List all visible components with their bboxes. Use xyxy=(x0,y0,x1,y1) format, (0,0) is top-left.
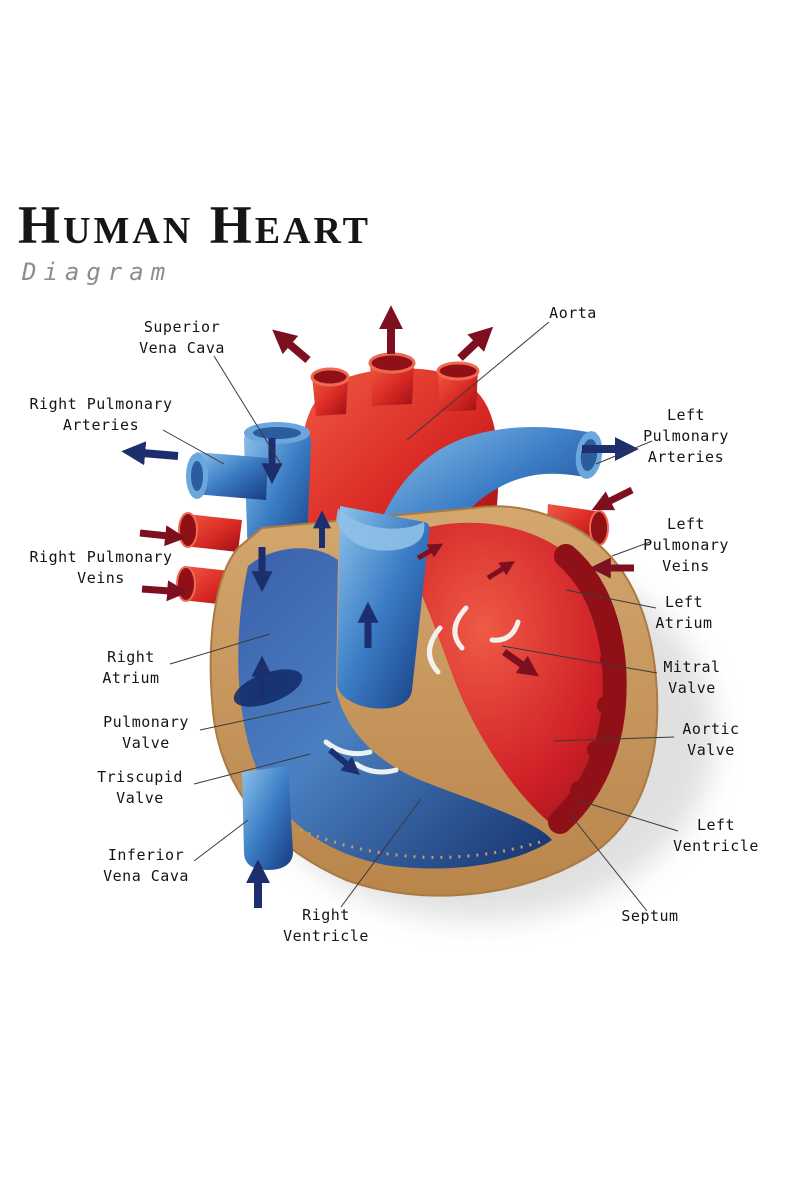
label-right-pulmonary-veins: Right Pulmonary Veins xyxy=(29,548,173,587)
label-aortic-valve: Aortic Valve xyxy=(682,720,740,759)
label-left-pulmonary-veins: Left Pulmonary Veins xyxy=(643,515,729,575)
label-superior-vena-cava: Superior Vena Cava xyxy=(139,318,225,357)
right-heart-chamber-graphic xyxy=(233,548,552,869)
label-left-pulmonary-arteries: Left Pulmonary Arteries xyxy=(643,406,729,466)
inferior-vena-cava-graphic xyxy=(242,766,293,870)
blood-flow-arrows xyxy=(121,305,639,908)
page-title: Human Heart xyxy=(18,195,371,255)
label-left-atrium: Left Atrium xyxy=(655,593,713,632)
page-subtitle: Diagram xyxy=(22,258,173,286)
label-mitral-valve: Mitral Valve xyxy=(663,658,721,697)
label-left-ventricle: Left Ventricle xyxy=(673,816,759,855)
leader-lines xyxy=(162,321,679,912)
right-pulmonary-arteries-graphic xyxy=(186,452,268,500)
label-aorta: Aorta xyxy=(549,304,597,322)
label-pulmonary-valve: Pulmonary Valve xyxy=(103,713,189,752)
label-triscupid-valve: Triscupid Valve xyxy=(97,768,183,807)
left-heart-chamber-graphic xyxy=(392,522,627,834)
label-septum: Septum xyxy=(621,907,679,925)
label-right-pulmonary-arteries: Right Pulmonary Arteries xyxy=(29,395,173,434)
label-inferior-vena-cava: Inferior Vena Cava xyxy=(103,846,189,885)
label-right-ventricle: Right Ventricle xyxy=(283,906,369,945)
label-right-atrium: Right Atrium xyxy=(102,648,160,687)
pulmonary-trunk-graphic xyxy=(336,506,430,709)
